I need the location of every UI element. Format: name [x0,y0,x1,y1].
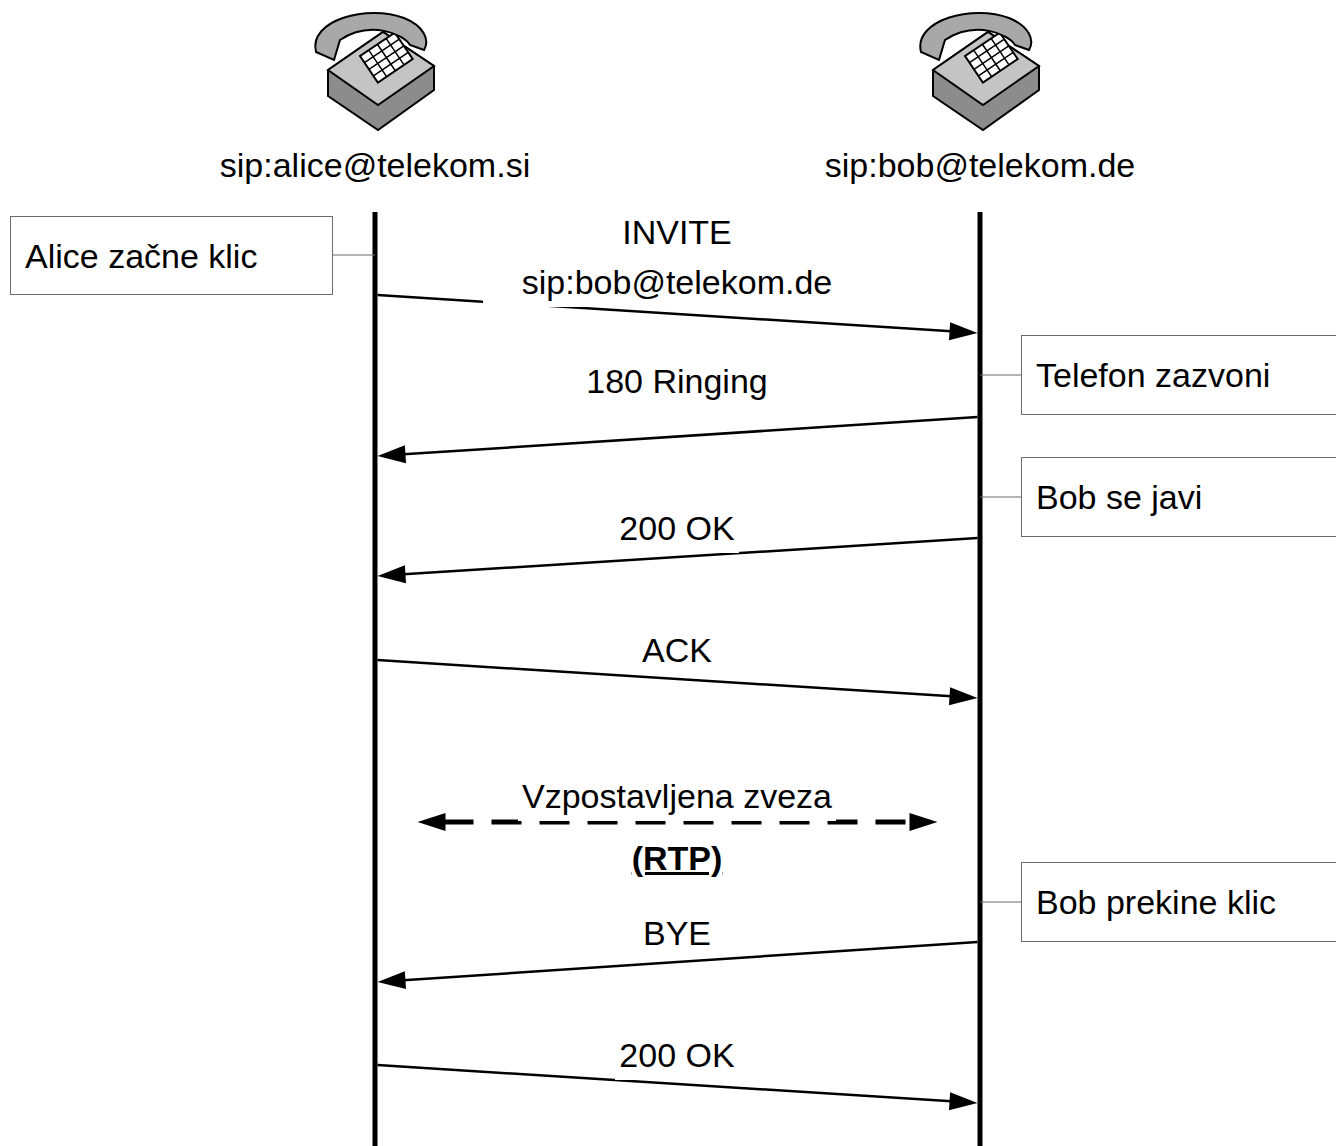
message-label: ACK [638,625,716,675]
protocol-label: (RTP) [628,838,727,878]
note-text: Alice začne klic [25,236,318,276]
participant-name: sip:alice@telekom.si [218,143,533,187]
message-label: 200 OK [615,503,738,553]
arrowhead [949,1092,978,1110]
message-arrow [378,417,978,463]
phone-icon [920,13,1039,130]
arrowhead [378,971,407,989]
leader-line [980,497,1021,498]
message-label: Vzpostavljena zveza [518,771,836,821]
note-text: Bob prekine klic [1036,882,1336,922]
arrowhead [418,813,446,831]
arrowhead [378,565,407,583]
note-box: Telefon zazvoni [1021,335,1336,415]
leader-line [980,375,1021,376]
leader-line [980,902,1021,903]
leader-line [333,255,375,256]
lifeline [373,212,378,1146]
note-text: Bob se javi [1036,477,1336,517]
message-label: BYE [639,908,715,958]
message-label: 200 OK [615,1030,738,1080]
arrowhead [949,322,978,340]
note-box: Bob se javi [1021,457,1336,537]
arrowhead [378,445,407,463]
message-label: 180 Ringing [582,356,771,406]
arrowhead [949,687,978,705]
participant-name: sip:bob@telekom.de [823,143,1138,187]
participant-label: sip:alice@telekom.si [218,143,533,187]
note-box: Bob prekine klic [1021,862,1336,942]
note-text: Telefon zazvoni [1036,355,1336,395]
phone-icon [315,13,434,130]
participant-label: sip:bob@telekom.de [823,143,1138,187]
arrow-line [403,417,977,454]
lifeline [978,212,983,1146]
message-label: INVITE sip:bob@telekom.de [483,207,871,307]
arrowhead [910,813,938,831]
note-box: Alice začne klic [10,216,333,295]
